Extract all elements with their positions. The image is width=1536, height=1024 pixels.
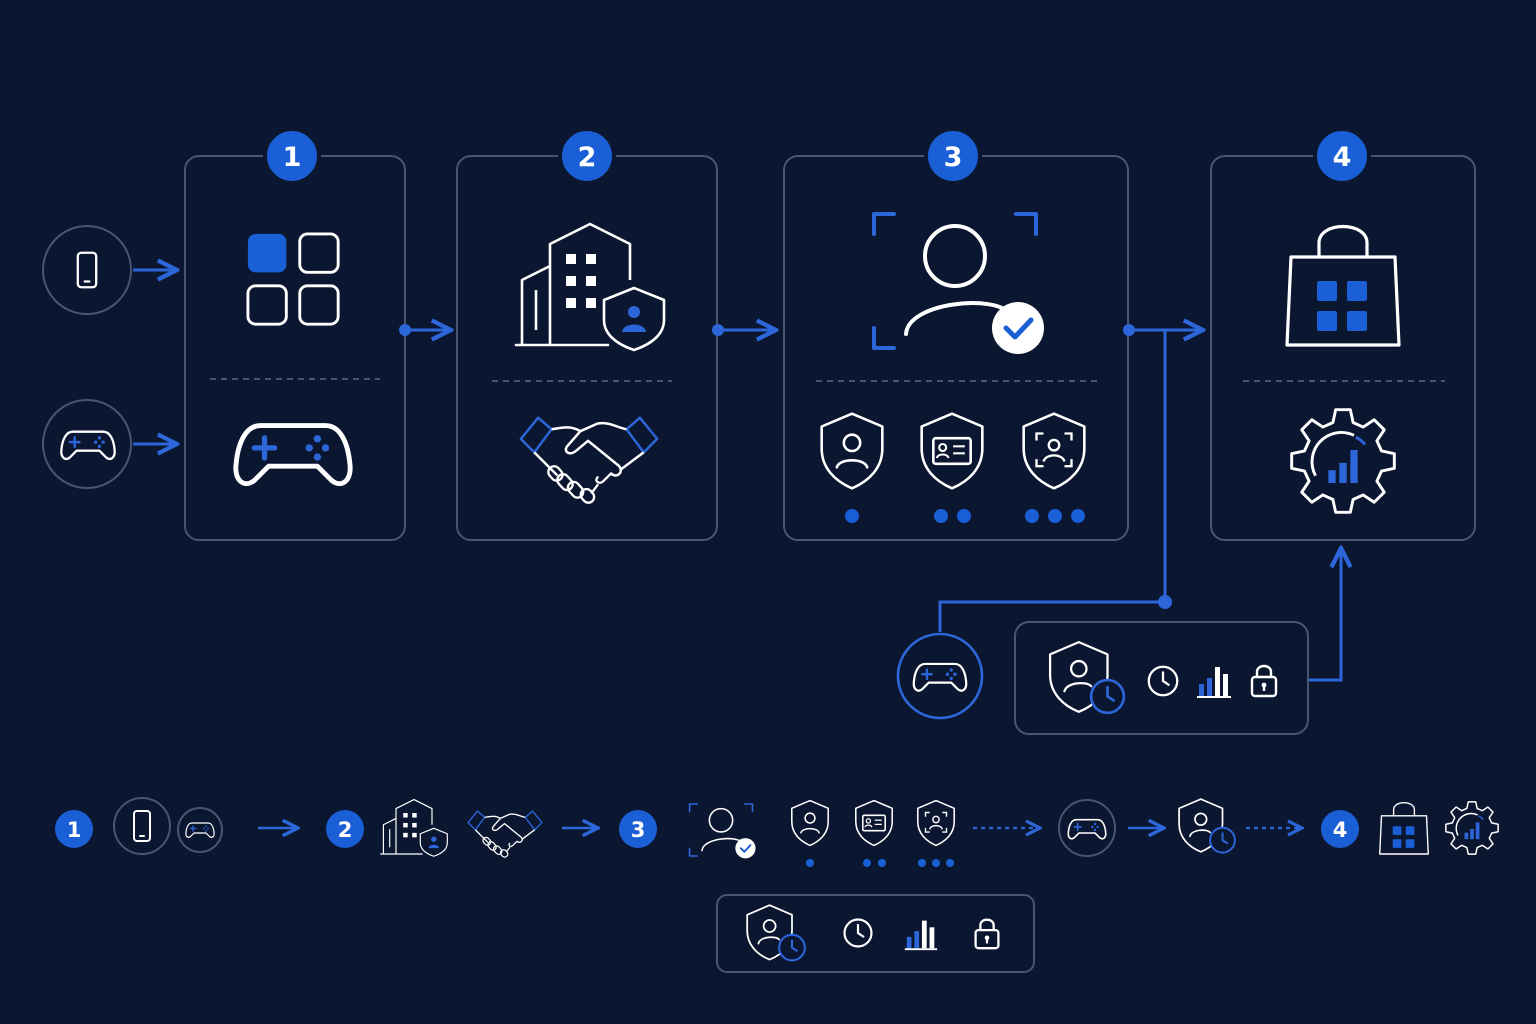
step-4-badge: 4 [1313, 127, 1371, 185]
shield-id-card-icon [920, 412, 984, 490]
svg-text:1: 1 [283, 142, 302, 173]
svg-text:4: 4 [1333, 818, 1348, 842]
smartphone-icon [133, 810, 151, 842]
summary-flow: 1 2 3 [55, 797, 1499, 867]
gamepad-icon [236, 426, 350, 484]
summary-step-3-badge: 3 [619, 810, 657, 848]
input-gamepad [42, 399, 132, 489]
verification-level-dots [845, 509, 1085, 523]
summary-policy-panel [716, 894, 1035, 973]
handshake-icon [519, 416, 659, 507]
summary-step-4-badge: 4 [1321, 810, 1359, 848]
step-1-badge: 1 [263, 127, 321, 185]
shield-user-clock-icon [1048, 640, 1126, 715]
step-3-panel [783, 155, 1129, 541]
bar-chart-icon [903, 919, 939, 951]
svg-text:1: 1 [67, 818, 82, 842]
shield-user-icon [790, 799, 830, 847]
smartphone-icon [76, 251, 98, 289]
gamepad-icon [1067, 818, 1107, 840]
summary-step-2-badge: 2 [326, 810, 364, 848]
shield-id-card-icon [854, 799, 894, 847]
svg-text:3: 3 [631, 818, 646, 842]
shopping-bag-icon [1285, 224, 1401, 347]
step-2-panel [456, 155, 718, 541]
shield-user-clock-icon [1178, 798, 1236, 854]
branch-gamepad [896, 632, 984, 720]
shield-face-scan-icon [1022, 412, 1086, 490]
connector-2-3 [712, 324, 776, 336]
step-3-badge: 3 [924, 127, 982, 185]
svg-text:4: 4 [1333, 142, 1352, 173]
user-verified-icon [874, 214, 1044, 354]
clock-icon [1147, 665, 1179, 697]
shield-user-clock-icon [746, 904, 806, 962]
shield-user-icon [820, 412, 884, 490]
svg-text:3: 3 [944, 142, 963, 173]
gamepad-icon [912, 662, 968, 692]
step-2-badge: 2 [558, 127, 616, 185]
gamepad-icon [60, 430, 116, 461]
policy-panel [1014, 621, 1309, 735]
svg-text:2: 2 [338, 818, 353, 842]
bar-chart-icon [1196, 666, 1232, 698]
building-shield-icon [380, 798, 448, 857]
shield-face-scan-icon [916, 799, 956, 847]
step-1-panel [184, 155, 406, 541]
app-grid-icon [246, 232, 340, 326]
gear-analytics-icon [1290, 408, 1396, 514]
lock-icon [1250, 664, 1278, 698]
clock-icon [843, 918, 873, 948]
handshake-icon [467, 810, 543, 860]
summary-step-1-badge: 1 [55, 810, 93, 848]
connector-1-2 [399, 324, 451, 336]
building-shield-icon [514, 222, 666, 352]
connector-3-4 [938, 324, 1341, 682]
input-phone [42, 225, 132, 315]
user-verified-icon [688, 802, 757, 860]
gamepad-icon [185, 822, 215, 838]
svg-text:2: 2 [578, 142, 597, 173]
lock-icon [974, 918, 1000, 950]
shopping-bag-icon [1379, 801, 1429, 855]
gear-analytics-icon [1445, 801, 1499, 855]
